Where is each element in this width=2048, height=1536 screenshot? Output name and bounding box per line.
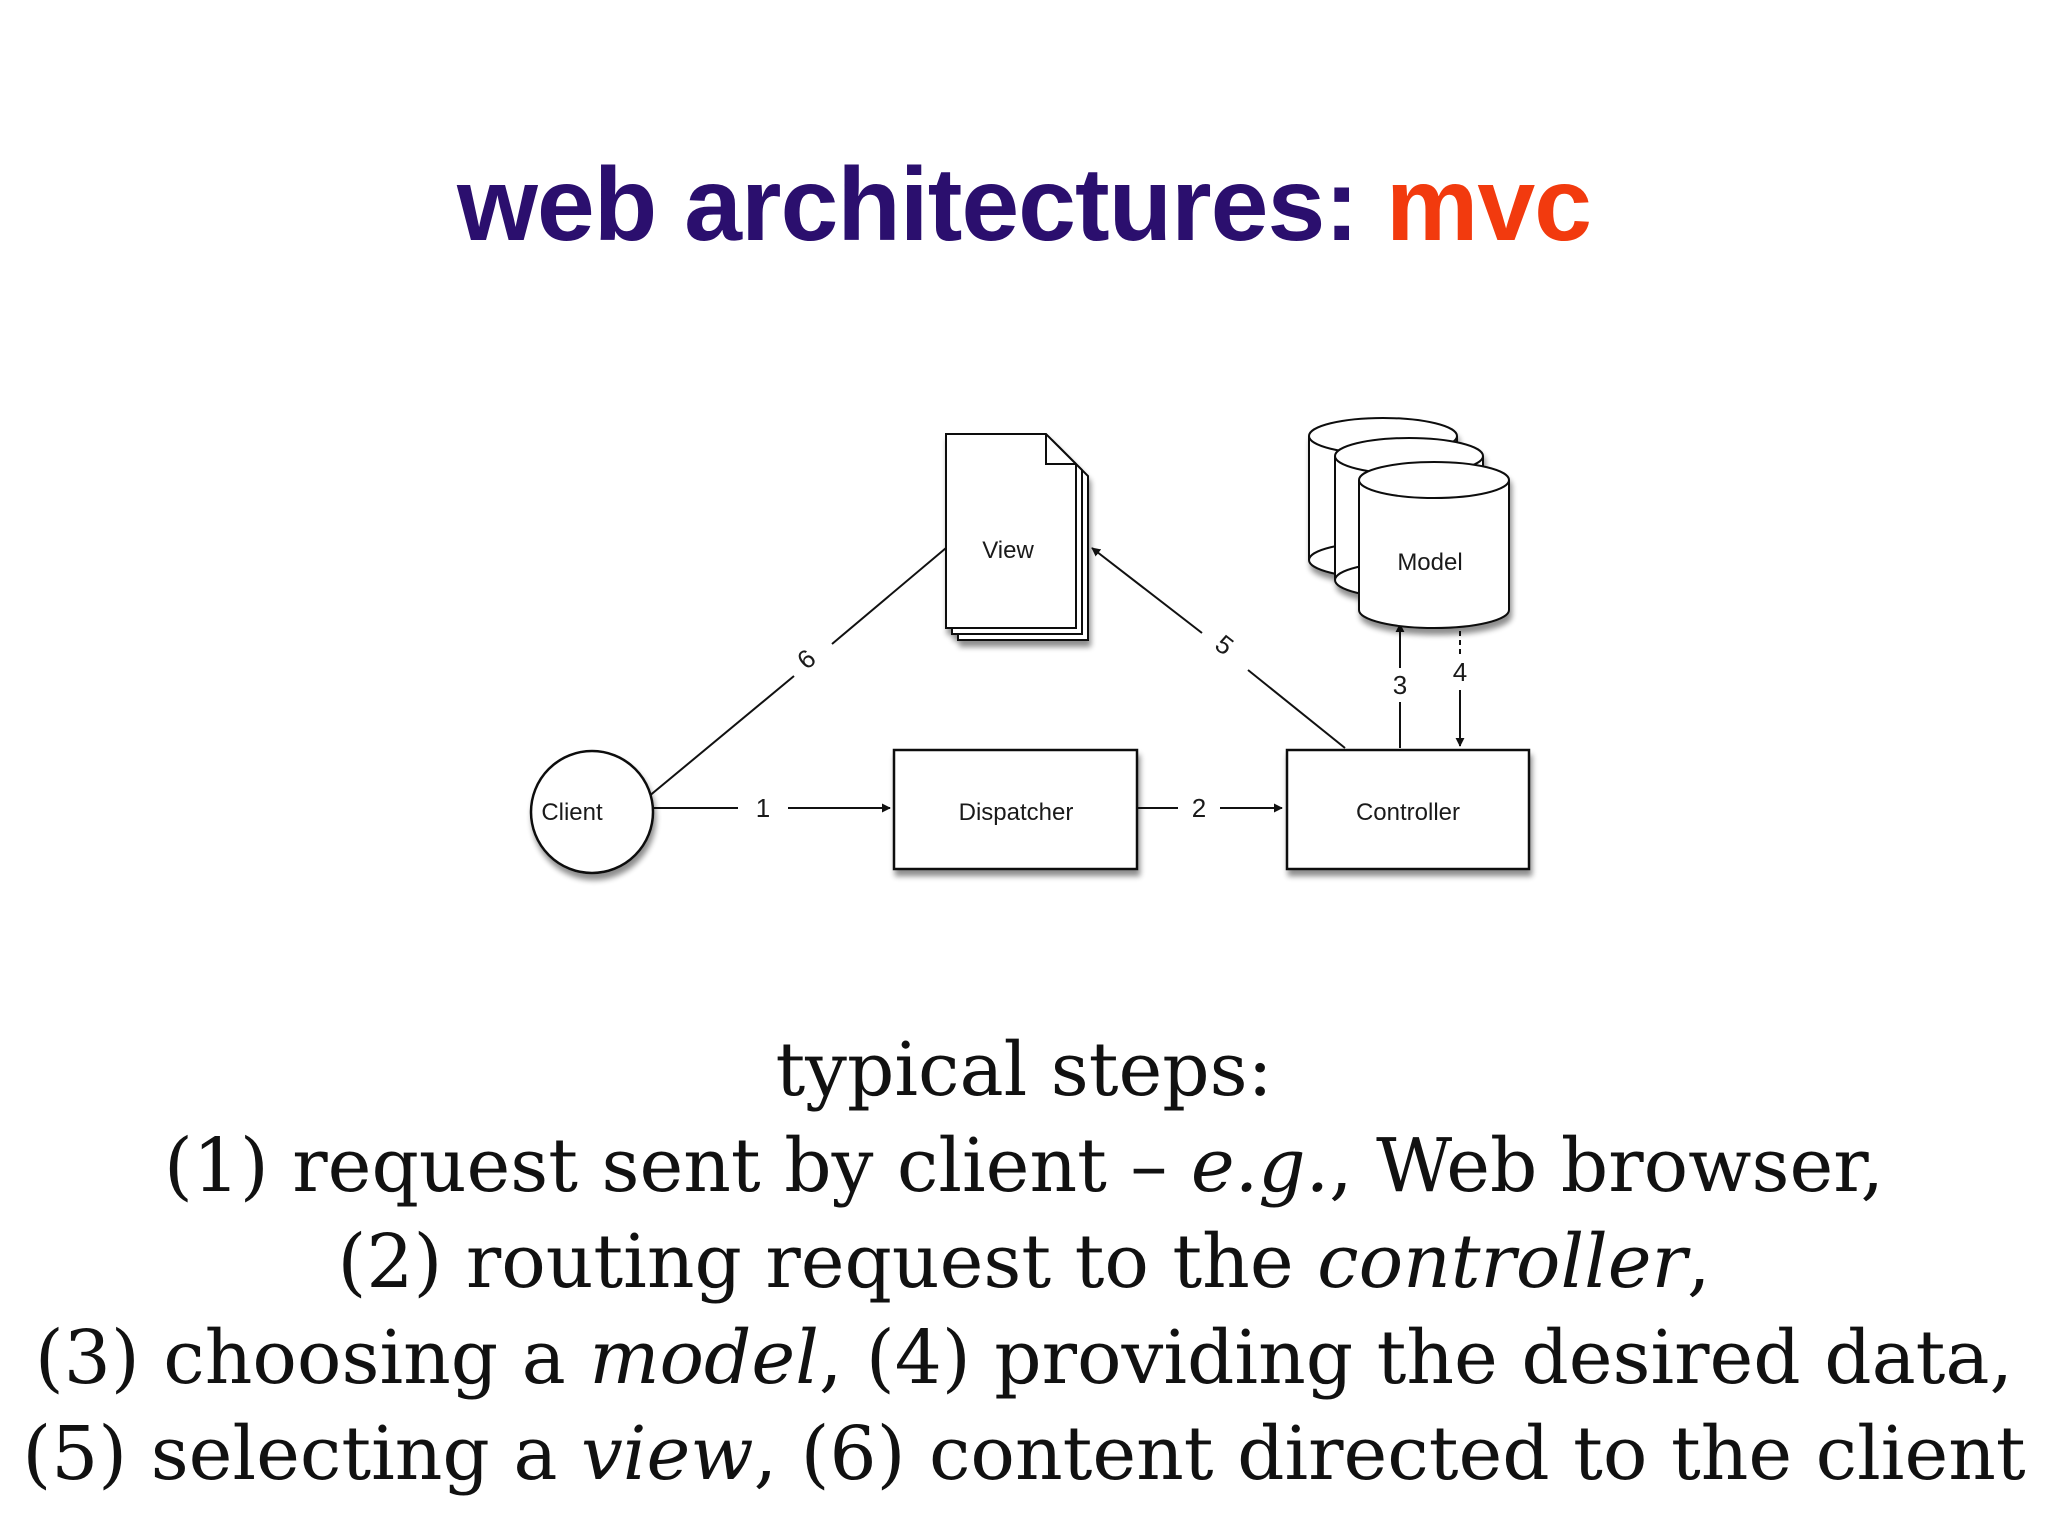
step-line-4: (5) selecting a view, (6) content direct… [0, 1406, 2048, 1502]
dispatcher-node: Dispatcher [892, 748, 1139, 871]
dispatcher-label: Dispatcher [959, 799, 1074, 826]
database-cylinder-front [1358, 461, 1510, 629]
view-node: View [945, 433, 1089, 641]
slide-title: web architectures: mvc [0, 140, 2048, 270]
edge-client-dispatcher: 1 [642, 793, 891, 823]
step-line-3: (3) choosing a model, (4) providing the … [0, 1310, 2048, 1406]
edge-controller-view: 5 [1091, 547, 1346, 749]
title-accent: mvc [1357, 147, 1592, 263]
client-label: Client [541, 799, 603, 826]
edge-dispatcher-controller: 2 [1138, 793, 1283, 823]
mvc-diagram-svg: 1 2 3 4 [529, 417, 1531, 875]
title-separator: : [1324, 147, 1359, 263]
model-database-stack [1308, 417, 1510, 629]
step-line-3-text-c: , (4) providing the desired data, [818, 1315, 2014, 1401]
view-label: View [982, 537, 1034, 564]
step-line-1-text-a: (1) request sent by client – [163, 1123, 1191, 1209]
client-circle [529, 749, 655, 875]
dispatcher-box [892, 748, 1139, 871]
step-line-2: (2) routing request to the controller, [0, 1214, 2048, 1310]
step-line-2-emphasis: controller [1317, 1219, 1687, 1305]
controller-label: Controller [1356, 799, 1460, 826]
step-line-4-text-a: (5) selecting a [22, 1411, 581, 1497]
step-line-3-text-a: (3) choosing a [34, 1315, 590, 1401]
steps-text: typical steps: (1) request sent by clien… [0, 1022, 2048, 1502]
edge-controller-model: 3 [1393, 623, 1407, 748]
edge-label-4: 4 [1453, 657, 1467, 687]
step-line-1-emphasis: e.g. [1190, 1123, 1330, 1209]
edge-label-3: 3 [1393, 670, 1407, 700]
model-label: Model [1397, 549, 1462, 576]
title-main: web architectures [456, 147, 1325, 263]
edge-model-controller: 4 [1453, 622, 1467, 747]
step-line-2-text-c: , [1686, 1219, 1711, 1305]
edge-label-1: 1 [756, 793, 770, 823]
model-node: Model [1308, 417, 1510, 629]
step-line-1: (1) request sent by client – e.g., Web b… [0, 1118, 2048, 1214]
controller-box [1285, 748, 1531, 871]
step-line-1-text-c: , Web browser, [1329, 1123, 1885, 1209]
controller-node: Controller [1285, 748, 1531, 871]
edge-label-6: 6 [791, 643, 821, 675]
edge-label-2: 2 [1192, 793, 1206, 823]
step-line-2-text-a: (2) routing request to the [337, 1219, 1318, 1305]
step-line-4-text-c: , (6) content directed to the client [753, 1411, 2026, 1497]
view-page-stack [945, 433, 1089, 641]
client-node: Client [529, 749, 655, 875]
edge-label-5: 5 [1210, 629, 1240, 662]
steps-heading: typical steps: [775, 1027, 1273, 1113]
step-line-3-emphasis: model [589, 1315, 819, 1401]
step-line-4-emphasis: view [580, 1411, 754, 1497]
mvc-diagram: 1 2 3 4 [480, 410, 1600, 930]
